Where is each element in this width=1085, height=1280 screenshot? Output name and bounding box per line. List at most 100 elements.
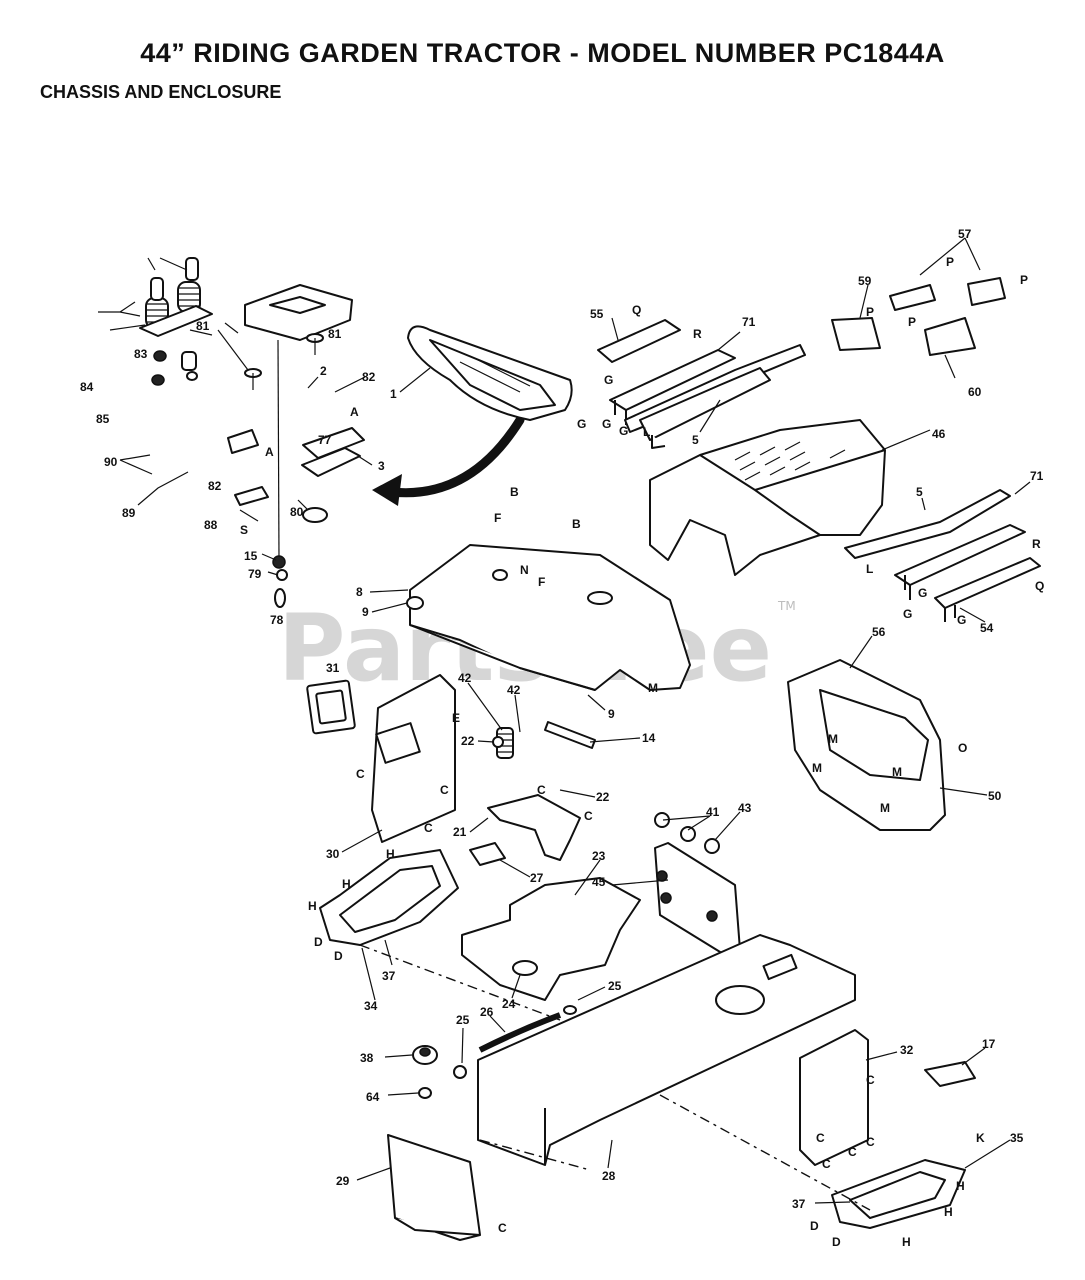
callout: 25 bbox=[456, 1013, 470, 1027]
callout: 34 bbox=[364, 999, 378, 1013]
section-subtitle: CHASSIS AND ENCLOSURE bbox=[40, 82, 282, 102]
ref-letter: H bbox=[342, 877, 351, 891]
ref-letter: G bbox=[918, 586, 927, 600]
callout: 9 bbox=[362, 605, 369, 619]
callout: 59 bbox=[858, 274, 872, 288]
callout: 27 bbox=[530, 871, 544, 885]
ref-letter: L bbox=[643, 425, 650, 439]
watermark-trademark: TM bbox=[777, 599, 796, 613]
ref-letter: D bbox=[334, 949, 343, 963]
ref-letter: P bbox=[946, 255, 954, 269]
ref-letter: H bbox=[308, 899, 317, 913]
callout: 25 bbox=[608, 979, 622, 993]
callout: 31 bbox=[326, 661, 340, 675]
ref-letter: M bbox=[880, 801, 890, 815]
callout: 71 bbox=[742, 315, 756, 329]
callout: 79 bbox=[248, 567, 262, 581]
seat-assembly-parts bbox=[139, 257, 365, 608]
callout: 32 bbox=[900, 1043, 914, 1057]
callout: 80 bbox=[290, 505, 304, 519]
callout: 81 bbox=[328, 327, 342, 341]
ref-letter: E bbox=[452, 711, 460, 725]
callout: 54 bbox=[980, 621, 994, 635]
ref-letter: Q bbox=[1035, 579, 1044, 593]
callout: 64 bbox=[366, 1090, 380, 1104]
callout: 30 bbox=[326, 847, 340, 861]
ref-letter: R bbox=[1032, 537, 1041, 551]
callout: 29 bbox=[336, 1174, 350, 1188]
ref-letter: P bbox=[908, 315, 916, 329]
ref-letter: C bbox=[822, 1157, 831, 1171]
callout: 43 bbox=[738, 801, 752, 815]
callout: 77 bbox=[318, 433, 332, 447]
ref-letter: C bbox=[816, 1131, 825, 1145]
ref-letter: C bbox=[866, 1073, 875, 1087]
direction-arrow bbox=[387, 415, 525, 498]
callout: 37 bbox=[382, 969, 396, 983]
ref-letter: K bbox=[976, 1131, 985, 1145]
ref-letter: G bbox=[577, 417, 586, 431]
ref-letter: C bbox=[424, 821, 433, 835]
part-dash-panel bbox=[409, 544, 691, 691]
callout: 37 bbox=[792, 1197, 806, 1211]
rail-parts bbox=[597, 319, 806, 449]
callout: 81 bbox=[196, 319, 210, 333]
page-title: 44” RIDING GARDEN TRACTOR - MODEL NUMBER… bbox=[140, 38, 945, 68]
callout: 89 bbox=[122, 506, 136, 520]
callout-numbers: 1 2 3 5 5 8 9 9 14 15 17 21 22 22 23 24 … bbox=[80, 227, 1044, 1211]
callout: 41 bbox=[706, 805, 720, 819]
callout: 22 bbox=[461, 734, 475, 748]
ref-letter: G bbox=[903, 607, 912, 621]
callout: 22 bbox=[596, 790, 610, 804]
callout: 78 bbox=[270, 613, 284, 627]
ref-letter: N bbox=[520, 563, 529, 577]
ref-letter: G bbox=[619, 424, 628, 438]
callout: 1 bbox=[390, 387, 397, 401]
callout: 57 bbox=[958, 227, 972, 241]
ref-letter: A bbox=[265, 445, 274, 459]
callout: 42 bbox=[507, 683, 521, 697]
ref-letter: M bbox=[648, 681, 658, 695]
ref-letter: C bbox=[440, 783, 449, 797]
callout: 21 bbox=[453, 825, 467, 839]
callout: 56 bbox=[872, 625, 886, 639]
callout: 14 bbox=[642, 731, 656, 745]
ref-letter: S bbox=[240, 523, 248, 537]
ref-letter: A bbox=[350, 405, 359, 419]
callout: 9 bbox=[608, 707, 615, 721]
ref-letter: B bbox=[572, 517, 581, 531]
callout: 38 bbox=[360, 1051, 374, 1065]
callout: 45 bbox=[592, 875, 606, 889]
callout: 2 bbox=[320, 364, 327, 378]
part-lever bbox=[924, 1061, 976, 1087]
ref-letter: F bbox=[538, 575, 545, 589]
ref-letter: C bbox=[584, 809, 593, 823]
callout: 84 bbox=[80, 380, 94, 394]
callout: 82 bbox=[208, 479, 222, 493]
ref-letter: H bbox=[956, 1179, 965, 1193]
ref-letter: O bbox=[958, 741, 967, 755]
ref-letter: G bbox=[604, 373, 613, 387]
part-bracket-21 bbox=[487, 794, 581, 861]
callout: 15 bbox=[244, 549, 258, 563]
callout: 3 bbox=[378, 459, 385, 473]
ref-letter: G bbox=[602, 417, 611, 431]
part-spring-plate bbox=[139, 305, 213, 337]
ref-letter: D bbox=[810, 1219, 819, 1233]
callout: 5 bbox=[692, 433, 699, 447]
ref-letter: M bbox=[812, 761, 822, 775]
part-pad-27 bbox=[469, 842, 506, 866]
callout: 8 bbox=[356, 585, 363, 599]
callout: 90 bbox=[104, 455, 118, 469]
ref-letter: P bbox=[866, 305, 874, 319]
ref-letter: P bbox=[1020, 273, 1028, 287]
part-fuel-tank bbox=[461, 877, 641, 1001]
ref-letter: D bbox=[314, 935, 323, 949]
part-side-panel-right bbox=[799, 1029, 869, 1166]
callout: 46 bbox=[932, 427, 946, 441]
callout: 24 bbox=[502, 997, 516, 1011]
ref-letter: M bbox=[828, 732, 838, 746]
callout: 28 bbox=[602, 1169, 616, 1183]
ref-letter: R bbox=[693, 327, 702, 341]
